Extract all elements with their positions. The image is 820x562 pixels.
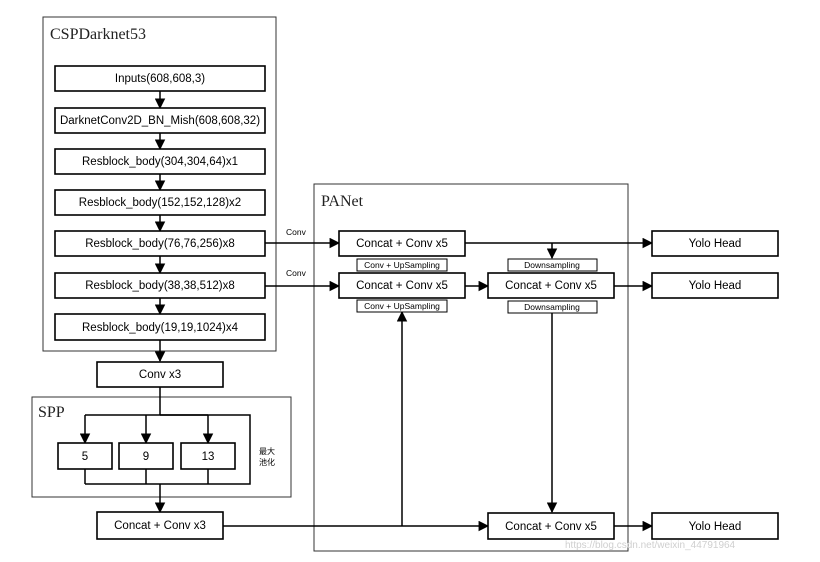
- svg-text:Concat + Conv x5: Concat + Conv x5: [505, 521, 597, 533]
- backbone-label: Inputs(608,608,3): [115, 73, 205, 85]
- pool-block-13: 13: [180, 442, 236, 470]
- svg-text:Conv + UpSampling: Conv + UpSampling: [364, 260, 440, 270]
- downsampling-label-1: Downsampling: [507, 258, 598, 272]
- backbone-block-resblock-19: Resblock_body(19,19,1024)x4: [54, 313, 266, 341]
- backbone-block-resblock-152: Resblock_body(152,152,128)x2: [54, 189, 266, 216]
- svg-text:Yolo Head: Yolo Head: [689, 238, 742, 250]
- backbone-block-resblock-76: Resblock_body(76,76,256)x8: [54, 230, 266, 257]
- yolo-head-medium: Yolo Head: [651, 272, 779, 299]
- svg-text:Conv x3: Conv x3: [139, 369, 181, 381]
- edge-label-conv: Conv: [286, 268, 307, 278]
- pool-block-5: 5: [57, 442, 113, 470]
- svg-text:Yolo Head: Yolo Head: [689, 280, 742, 292]
- yolo-head-small: Yolo Head: [651, 512, 779, 540]
- panet-concat-mid: Concat + Conv x5: [338, 272, 466, 299]
- spp-bypass-line: [160, 414, 251, 485]
- cspdarknet53-title: CSPDarknet53: [50, 26, 146, 43]
- backbone-block-darknetconv: DarknetConv2D_BN_Mish(608,608,32): [54, 107, 266, 134]
- backbone-label: Resblock_body(76,76,256)x8: [85, 238, 235, 250]
- panet-concat-top: Concat + Conv x5: [338, 230, 466, 257]
- svg-text:Conv + UpSampling: Conv + UpSampling: [364, 301, 440, 311]
- svg-text:Concat + Conv x3: Concat + Conv x3: [114, 520, 206, 532]
- downsampling-label-2: Downsampling: [507, 300, 598, 314]
- max-pooling-note: 最大: [259, 446, 275, 456]
- backbone-block-inputs: Inputs(608,608,3): [54, 65, 266, 92]
- max-pooling-note: 池化: [259, 457, 275, 467]
- svg-text:9: 9: [143, 451, 149, 463]
- backbone-label: DarknetConv2D_BN_Mish(608,608,32): [60, 115, 260, 127]
- upsampling-label-2: Conv + UpSampling: [356, 299, 448, 313]
- backbone-label: Resblock_body(38,38,512)x8: [85, 280, 235, 292]
- watermark-text: https://blog.csdn.net/weixin_44791964: [565, 540, 736, 551]
- svg-text:Concat + Conv x5: Concat + Conv x5: [356, 238, 448, 250]
- backbone-label: Resblock_body(19,19,1024)x4: [82, 322, 239, 334]
- svg-text:Concat + Conv x5: Concat + Conv x5: [505, 280, 597, 292]
- svg-text:Downsampling: Downsampling: [524, 260, 580, 270]
- backbone-block-resblock-304: Resblock_body(304,304,64)x1: [54, 148, 266, 175]
- svg-text:13: 13: [202, 451, 215, 463]
- backbone-block-resblock-38: Resblock_body(38,38,512)x8: [54, 272, 266, 299]
- concat-conv-x3-block: Concat + Conv x3: [96, 511, 224, 540]
- conv-x3-block: Conv x3: [96, 361, 224, 388]
- pool-block-9: 9: [118, 442, 174, 470]
- spp-frame: [31, 396, 292, 498]
- svg-text:Downsampling: Downsampling: [524, 302, 580, 312]
- backbone-label: Resblock_body(152,152,128)x2: [79, 197, 241, 209]
- svg-text:Yolo Head: Yolo Head: [689, 521, 742, 533]
- panet-title: PANet: [321, 193, 364, 210]
- upsampling-label-1: Conv + UpSampling: [356, 258, 448, 272]
- panet-frame: [313, 183, 629, 552]
- yolo-head-large: Yolo Head: [651, 230, 779, 257]
- edge-label-conv: Conv: [286, 227, 307, 237]
- svg-text:5: 5: [82, 451, 88, 463]
- panet-concat-mid-right: Concat + Conv x5: [487, 272, 615, 299]
- spp-title: SPP: [38, 404, 65, 421]
- panet-concat-bottom-right: Concat + Conv x5: [487, 512, 615, 540]
- backbone-label: Resblock_body(304,304,64)x1: [82, 156, 238, 168]
- svg-text:Concat + Conv x5: Concat + Conv x5: [356, 280, 448, 292]
